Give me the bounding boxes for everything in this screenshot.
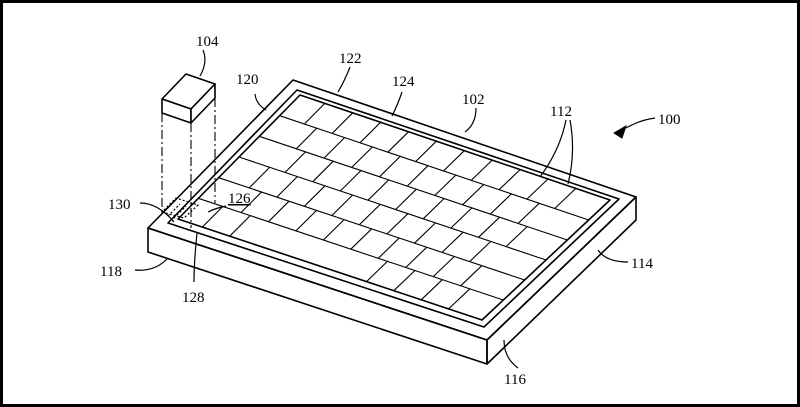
key-divider [443, 150, 465, 172]
key-divider [450, 207, 473, 229]
label-100: 100 [658, 112, 681, 128]
key-divider [331, 112, 354, 134]
key-divider [422, 198, 445, 220]
key-divider [470, 159, 493, 181]
pocket-detail [160, 197, 200, 219]
key-area [177, 94, 611, 321]
key-divider [312, 160, 334, 183]
label-114: 114 [631, 256, 653, 272]
label-122: 122 [339, 51, 362, 67]
key-divider [248, 166, 271, 189]
key-divider [414, 222, 436, 244]
key-divider [367, 179, 390, 201]
key-divider [323, 219, 345, 241]
key-row-divider [259, 135, 568, 241]
key-divider [295, 210, 317, 232]
key-divider [478, 216, 500, 238]
key-grid [198, 103, 589, 310]
key-divider [405, 246, 428, 268]
component-block [161, 73, 216, 124]
label-112: 112 [550, 104, 572, 120]
key-divider [303, 185, 326, 207]
key-divider [366, 261, 388, 282]
key-divider [448, 288, 471, 310]
projection-lines [161, 98, 216, 228]
key-divider [359, 204, 381, 226]
key-divider [554, 188, 577, 209]
key-divider [406, 165, 429, 187]
key-divider [304, 103, 326, 125]
arrow-100-head [613, 124, 627, 139]
label-102: 102 [462, 92, 485, 108]
label-126: 126 [228, 191, 251, 207]
key-row-divider [238, 156, 547, 261]
key-divider [350, 228, 373, 250]
key-divider [505, 226, 528, 247]
label-118: 118 [100, 264, 122, 280]
key-divider [462, 184, 484, 206]
key-divider [420, 279, 443, 301]
key-divider [331, 194, 353, 216]
label-124: 124 [392, 74, 415, 90]
key-divider [441, 231, 464, 253]
key-divider [434, 174, 457, 196]
key-divider [393, 270, 416, 292]
key-divider [387, 131, 409, 153]
label-120: 120 [236, 72, 259, 88]
key-divider [517, 202, 540, 224]
keyboard-drawing [147, 79, 637, 365]
key-divider [489, 193, 512, 215]
key-divider [268, 200, 290, 223]
key-divider [323, 137, 345, 159]
key-divider [379, 156, 401, 178]
label-128: 128 [182, 290, 205, 306]
label-130: 130 [108, 197, 131, 213]
key-divider [359, 121, 381, 144]
leader-lines [134, 49, 656, 369]
key-row-divider [279, 115, 589, 221]
label-116: 116 [504, 372, 526, 388]
key-divider [201, 206, 224, 228]
key-divider [351, 146, 373, 168]
base-right-face [486, 196, 637, 365]
key-divider [339, 170, 362, 192]
key-divider [295, 127, 318, 150]
key-divider [469, 241, 492, 262]
reference-labels: 104 120 122 124 102 112 100 114 116 118 … [100, 34, 681, 388]
label-104: 104 [196, 34, 219, 50]
key-divider [377, 237, 400, 259]
key-divider [240, 191, 262, 213]
key-divider [284, 151, 306, 173]
key-divider [229, 215, 251, 237]
key-divider [526, 178, 549, 200]
key-divider [386, 213, 409, 235]
key-divider [276, 176, 298, 198]
inner-rim [167, 89, 620, 328]
key-divider [432, 256, 455, 277]
key-divider [498, 169, 521, 191]
key-divider [395, 188, 417, 210]
key-divider [415, 140, 437, 162]
key-divider [460, 265, 483, 287]
